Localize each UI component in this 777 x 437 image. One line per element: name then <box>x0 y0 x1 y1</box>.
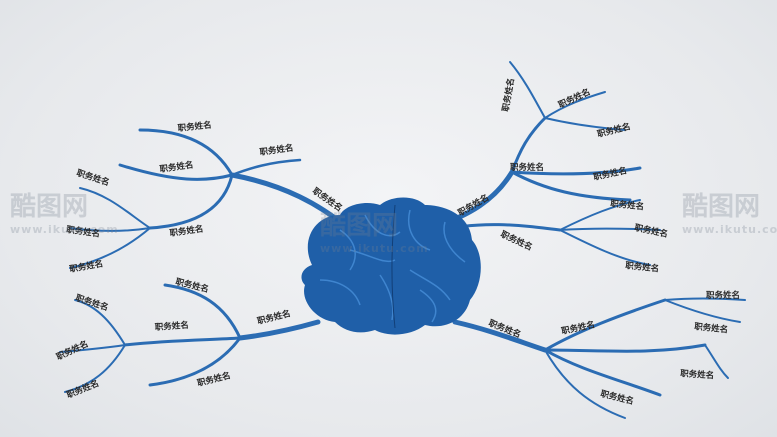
node-label: 职务姓名 <box>69 258 104 275</box>
node-label: 职务姓名 <box>625 260 660 274</box>
brain-illustration <box>301 197 481 335</box>
node-label: 职务姓名 <box>510 162 544 173</box>
node-label: 职务姓名 <box>74 292 110 313</box>
node-label: 职务姓名 <box>599 388 635 407</box>
watermark-url: www.ikutu.com <box>10 223 119 236</box>
watermark-logo: 酷图网 <box>682 192 761 222</box>
node-label: 职务姓名 <box>66 224 101 240</box>
node-label: 职务姓名 <box>499 229 534 253</box>
branch-left-upper <box>69 128 351 269</box>
watermark-center: 酷图网 www.ikutu.com <box>320 205 429 255</box>
node-label: 职务姓名 <box>500 77 517 112</box>
node-label: 职务姓名 <box>557 86 592 110</box>
node-label: 职务姓名 <box>256 308 292 327</box>
branch-right-upper <box>429 61 661 266</box>
node-label: 职务姓名 <box>259 142 294 158</box>
node-label: 职务姓名 <box>706 290 740 301</box>
node-label: 职务姓名 <box>633 222 669 240</box>
node-label: 职务姓名 <box>55 338 90 362</box>
node-label: 职务姓名 <box>154 320 189 333</box>
watermark-left: 酷图网 www.ikutu.com <box>10 186 119 236</box>
watermark-logo: 酷图网 <box>10 192 89 222</box>
node-label: 职务姓名 <box>596 121 632 140</box>
node-label: 职务姓名 <box>456 192 491 219</box>
node-label: 职务姓名 <box>159 159 194 175</box>
node-label: 职务姓名 <box>65 378 101 401</box>
watermark-url: www.ikutu.com <box>320 242 429 255</box>
node-label: 职务姓名 <box>196 370 232 389</box>
watermark-right: 酷图网 www.ikutu.com <box>682 186 777 236</box>
node-label: 职务姓名 <box>169 223 204 239</box>
node-label: 职务姓名 <box>592 165 628 183</box>
branch-left-lower <box>59 283 321 393</box>
watermark-url: www.ikutu.com <box>682 223 777 236</box>
node-label: 职务姓名 <box>177 119 212 133</box>
node-label: 职务姓名 <box>680 368 715 381</box>
watermark-logo: 酷图网 <box>320 211 399 241</box>
branch-right-lower <box>452 297 746 419</box>
node-label: 职务姓名 <box>694 321 729 335</box>
node-label: 职务姓名 <box>610 198 645 212</box>
